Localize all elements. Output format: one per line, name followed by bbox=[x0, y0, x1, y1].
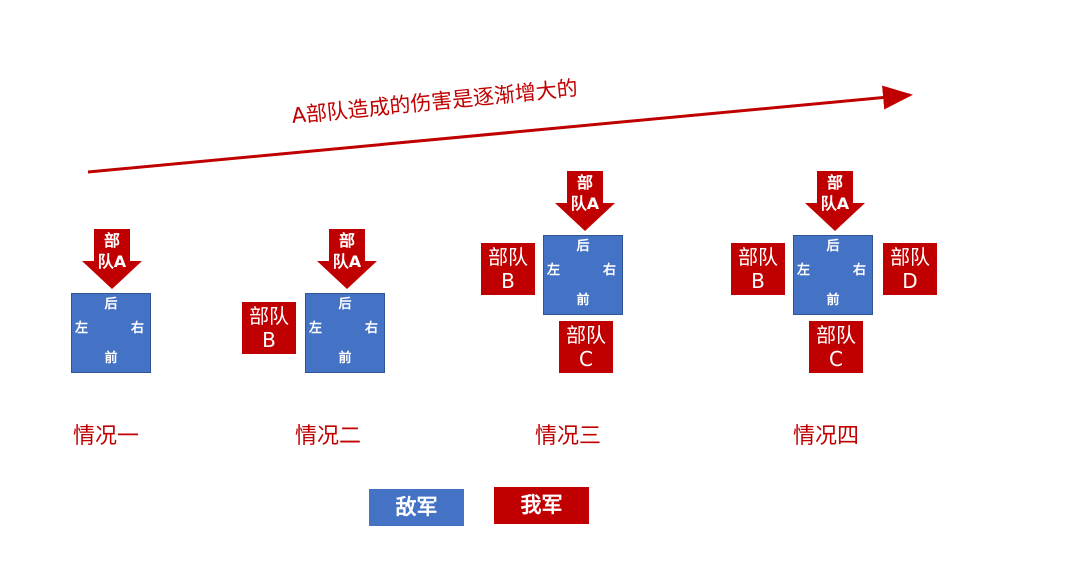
enemy-right-label: 右 bbox=[602, 263, 616, 278]
unit-b: 部队 B bbox=[481, 243, 535, 295]
case-label-2: 情况二 bbox=[295, 424, 362, 449]
unit-c: 部队 C bbox=[809, 321, 863, 373]
enemy-right-label: 右 bbox=[364, 321, 378, 336]
enemy-right-label: 右 bbox=[852, 263, 866, 278]
legend-ally: 我军 bbox=[494, 487, 589, 524]
unit-a-arrow: 部队A bbox=[82, 229, 142, 289]
unit-c-label-1: 部队 bbox=[816, 323, 856, 347]
unit-a-label-1: 部 bbox=[103, 231, 120, 250]
enemy-square: 后 左 右 前 bbox=[793, 235, 873, 315]
unit-a-arrow: 部队A bbox=[805, 171, 865, 231]
unit-a-label-2: 队A bbox=[570, 194, 600, 213]
enemy-square: 后 左 右 前 bbox=[305, 293, 385, 373]
unit-a-label-2: 队A bbox=[97, 252, 127, 271]
unit-b-label-1: 部队 bbox=[249, 304, 289, 328]
unit-a-arrow: 部队A bbox=[555, 171, 615, 231]
enemy-left-label: 左 bbox=[797, 263, 811, 278]
unit-b-label-2: B bbox=[262, 328, 276, 352]
unit-b-label-1: 部队 bbox=[738, 245, 778, 269]
unit-a-label-1: 部 bbox=[826, 173, 843, 192]
enemy-back-label: 后 bbox=[576, 239, 590, 254]
unit-a-label-2: 队A bbox=[820, 194, 850, 213]
unit-c-label-2: C bbox=[579, 347, 593, 371]
enemy-back-label: 后 bbox=[338, 297, 352, 312]
enemy-front-label: 前 bbox=[576, 293, 590, 308]
unit-a-label-1: 部 bbox=[576, 173, 593, 192]
enemy-square: 后 左 右 前 bbox=[71, 293, 151, 373]
unit-d-label-1: 部队 bbox=[890, 245, 930, 269]
enemy-back-label: 后 bbox=[826, 239, 840, 254]
unit-b: 部队 B bbox=[731, 243, 785, 295]
unit-b-label-1: 部队 bbox=[488, 245, 528, 269]
unit-c-label-1: 部队 bbox=[566, 323, 606, 347]
unit-a-label-2: 队A bbox=[332, 252, 362, 271]
unit-a-arrow: 部队A bbox=[317, 229, 377, 289]
legend-enemy: 敌军 bbox=[369, 489, 464, 526]
case-label-4: 情况四 bbox=[793, 424, 860, 449]
case-label-1: 情况一 bbox=[73, 424, 140, 449]
enemy-front-label: 前 bbox=[338, 351, 352, 366]
unit-c: 部队 C bbox=[559, 321, 613, 373]
enemy-left-label: 左 bbox=[75, 321, 89, 336]
case-label-3: 情况三 bbox=[535, 424, 602, 449]
enemy-back-label: 后 bbox=[104, 297, 118, 312]
unit-d: 部队 D bbox=[883, 243, 937, 295]
enemy-right-label: 右 bbox=[130, 321, 144, 336]
unit-d-label-2: D bbox=[902, 269, 918, 293]
unit-a-label-1: 部 bbox=[338, 231, 355, 250]
unit-b-label-2: B bbox=[501, 269, 515, 293]
enemy-left-label: 左 bbox=[309, 321, 323, 336]
unit-b-label-2: B bbox=[751, 269, 765, 293]
enemy-front-label: 前 bbox=[104, 351, 118, 366]
enemy-square: 后 左 右 前 bbox=[543, 235, 623, 315]
unit-c-label-2: C bbox=[829, 347, 843, 371]
enemy-front-label: 前 bbox=[826, 293, 840, 308]
unit-b: 部队 B bbox=[242, 302, 296, 354]
enemy-left-label: 左 bbox=[547, 263, 561, 278]
